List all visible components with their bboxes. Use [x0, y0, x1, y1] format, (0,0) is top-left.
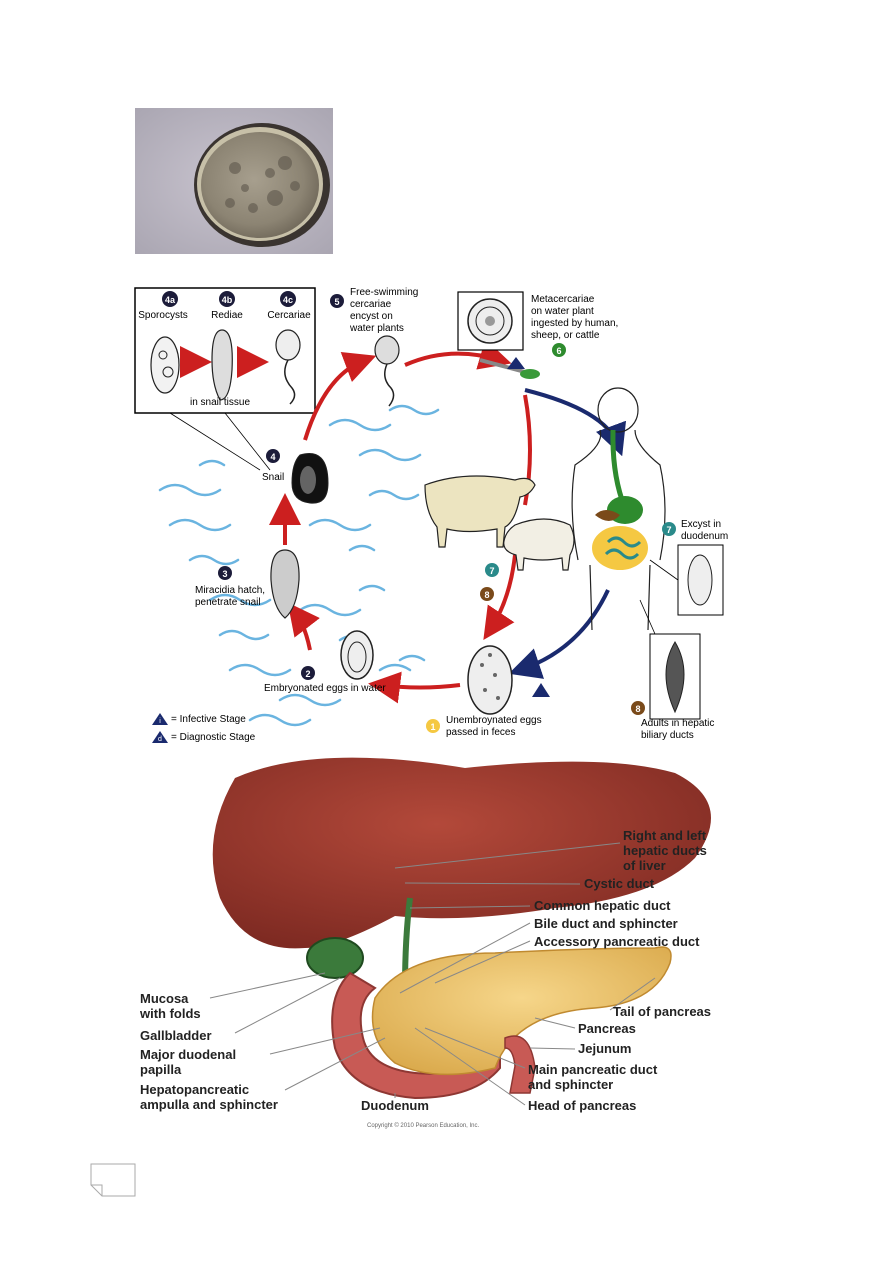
label-stage-8: Adults in hepatic biliary ducts: [641, 718, 717, 741]
liver: [212, 757, 711, 949]
legend: i = Infective Stage d = Diagnostic Stage: [152, 713, 256, 743]
jejunum: [504, 1035, 536, 1094]
label-rediae: Rediae: [211, 310, 243, 321]
stage-marker-3: 3: [218, 566, 232, 580]
infective-stage-icon: [507, 357, 525, 369]
svg-text:3: 3: [222, 569, 227, 579]
svg-text:Main pancreatic duct: Main pancreatic duct: [528, 1062, 658, 1077]
stage-marker-4a: 4a: [162, 291, 178, 307]
stage-marker-4c: 4c: [280, 291, 296, 307]
svg-text:8: 8: [484, 590, 489, 600]
svg-text:hepatic ducts: hepatic ducts: [623, 843, 707, 858]
svg-text:8: 8: [635, 704, 640, 714]
liver-pancreas-anatomy: Right and left hepatic ducts of liver Cy…: [135, 748, 760, 1133]
svg-text:Mucosa: Mucosa: [140, 991, 189, 1006]
diagnostic-stage-icon: [532, 683, 550, 697]
svg-text:= Infective Stage: = Infective Stage: [171, 714, 246, 725]
intestine-drawing: [592, 526, 648, 570]
water-waves: [158, 404, 440, 727]
anatomy-right-labels: Right and left hepatic ducts of liver Cy…: [528, 828, 711, 1113]
svg-text:7: 7: [666, 525, 671, 535]
svg-text:of liver: of liver: [623, 858, 666, 873]
stage-marker-5: 5: [330, 294, 344, 308]
cercaria-drawing: [275, 329, 301, 361]
lifecycle-diagram: 4a 4b 4c Sporocysts Rediae Cercariae in …: [130, 280, 770, 750]
sheep-silhouette: [503, 518, 575, 571]
unembryonated-egg-drawing: [467, 645, 513, 715]
svg-text:d: d: [158, 736, 162, 743]
svg-text:1: 1: [430, 722, 435, 732]
svg-text:and sphincter: and sphincter: [528, 1077, 613, 1092]
snail-drawing: [291, 453, 329, 504]
svg-text:6: 6: [556, 346, 561, 356]
svg-text:Jejunum: Jejunum: [578, 1041, 631, 1056]
stage-marker-8: 8: [631, 701, 645, 715]
stage-marker-6: 6: [552, 343, 566, 357]
svg-text:with folds: with folds: [139, 1006, 201, 1021]
embryonated-egg-drawing: [340, 630, 374, 680]
label-stage-5: Free-swimming cercariae encyst on water …: [349, 287, 421, 334]
svg-text:Gallbladder: Gallbladder: [140, 1028, 212, 1043]
sporocyst-drawing: [150, 336, 180, 394]
label-cercariae: Cercariae: [267, 310, 311, 321]
label-sporocysts: Sporocysts: [138, 310, 187, 321]
egg-micrograph: [135, 108, 333, 254]
svg-text:4: 4: [270, 452, 275, 462]
svg-text:Hepatopancreatic: Hepatopancreatic: [140, 1082, 249, 1097]
svg-text:Head of pancreas: Head of pancreas: [528, 1098, 636, 1113]
label-stage-2: Embryonated eggs in water: [264, 683, 386, 694]
cow-silhouette: [424, 475, 536, 548]
label-duodenum: Duodenum: [361, 1098, 429, 1113]
svg-text:2: 2: [305, 669, 310, 679]
free-cercaria-drawing: [374, 335, 400, 365]
svg-text:Accessory pancreatic duct: Accessory pancreatic duct: [534, 934, 700, 949]
svg-text:4a: 4a: [165, 295, 176, 305]
label-in-snail-tissue: in snail tissue: [190, 397, 250, 408]
svg-text:papilla: papilla: [140, 1062, 182, 1077]
svg-text:4c: 4c: [283, 295, 293, 305]
svg-text:Major duodenal: Major duodenal: [140, 1047, 236, 1062]
stage-marker-7-host: 7: [485, 563, 499, 577]
anatomy-left-labels: Mucosa with folds Gallbladder Major duod…: [139, 991, 278, 1112]
svg-text:ampulla and sphincter: ampulla and sphincter: [140, 1097, 278, 1112]
copyright-text: Copyright © 2010 Pearson Education, Inc.: [367, 1122, 479, 1129]
svg-text:4b: 4b: [222, 295, 233, 305]
label-stage-6: Metacercariae on water plant ingested by…: [531, 294, 621, 341]
spoon-icon: [479, 358, 526, 374]
stage-marker-2: 2: [301, 666, 315, 680]
svg-text:Tail of pancreas: Tail of pancreas: [613, 1004, 711, 1019]
gallbladder: [306, 937, 364, 979]
page-corner-icon: [90, 1163, 136, 1197]
label-stage-7: Excyst in duodenum: [681, 519, 728, 542]
svg-text:Cystic duct: Cystic duct: [584, 876, 655, 891]
label-stage-4: Snail: [262, 472, 284, 483]
svg-text:i: i: [159, 718, 161, 725]
svg-text:Bile duct and sphincter: Bile duct and sphincter: [534, 916, 678, 931]
redia-drawing: [211, 329, 233, 401]
stage-marker-7: 7: [662, 522, 676, 536]
duodenum: [331, 971, 501, 1100]
stage-marker-1: 1: [426, 719, 440, 733]
pancreas: [371, 946, 672, 1076]
stage-marker-4: 4: [266, 449, 280, 463]
svg-text:Right and left: Right and left: [623, 828, 707, 843]
svg-text:5: 5: [334, 297, 339, 307]
label-stage-1: Unembroynated eggs passed in feces: [446, 715, 544, 738]
svg-text:Pancreas: Pancreas: [578, 1021, 636, 1036]
svg-text:Common hepatic duct: Common hepatic duct: [534, 898, 671, 913]
label-stage-3: Miracidia hatch, penetrate snail: [195, 585, 268, 608]
stage-marker-4b: 4b: [219, 291, 235, 307]
stage-marker-8-host: 8: [480, 587, 494, 601]
svg-text:7: 7: [489, 566, 494, 576]
svg-text:= Diagnostic Stage: = Diagnostic Stage: [171, 732, 256, 743]
miracidium-drawing: [270, 549, 300, 619]
